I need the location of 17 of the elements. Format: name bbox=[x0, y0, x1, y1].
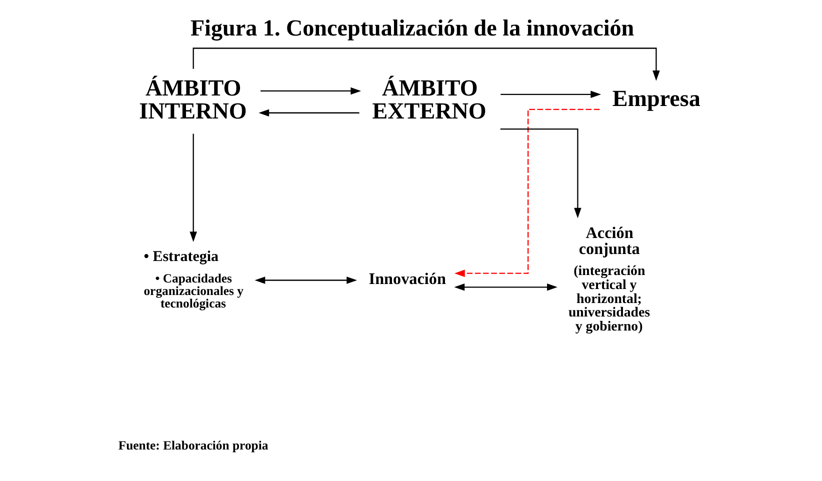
node-text: • Estrategia • Capacidades organizacionales y tecnológicas bbox=[143, 248, 243, 310]
arrow bbox=[254, 276, 357, 284]
arrow bbox=[258, 108, 359, 116]
node-text: Empresa bbox=[612, 84, 700, 110]
arrow bbox=[192, 47, 660, 80]
node-text: Acción conjunta (integración vertical y horizontal; universidades y gobierno) bbox=[568, 224, 650, 334]
arrow bbox=[189, 133, 196, 242]
diagram-title: Figura 1. Conceptualización de la innovación bbox=[190, 14, 634, 40]
arrow bbox=[500, 128, 581, 218]
arrow bbox=[454, 283, 557, 290]
arrow bbox=[260, 86, 361, 94]
node-text: ÁMBITO EXTERNO bbox=[372, 74, 486, 124]
node-text: ÁMBITO INTERNO bbox=[138, 74, 246, 124]
arrow bbox=[454, 108, 600, 276]
arrow bbox=[500, 90, 601, 98]
label: Fuente: Elaboración propia bbox=[118, 438, 268, 452]
node-text: Innovación bbox=[368, 270, 446, 288]
